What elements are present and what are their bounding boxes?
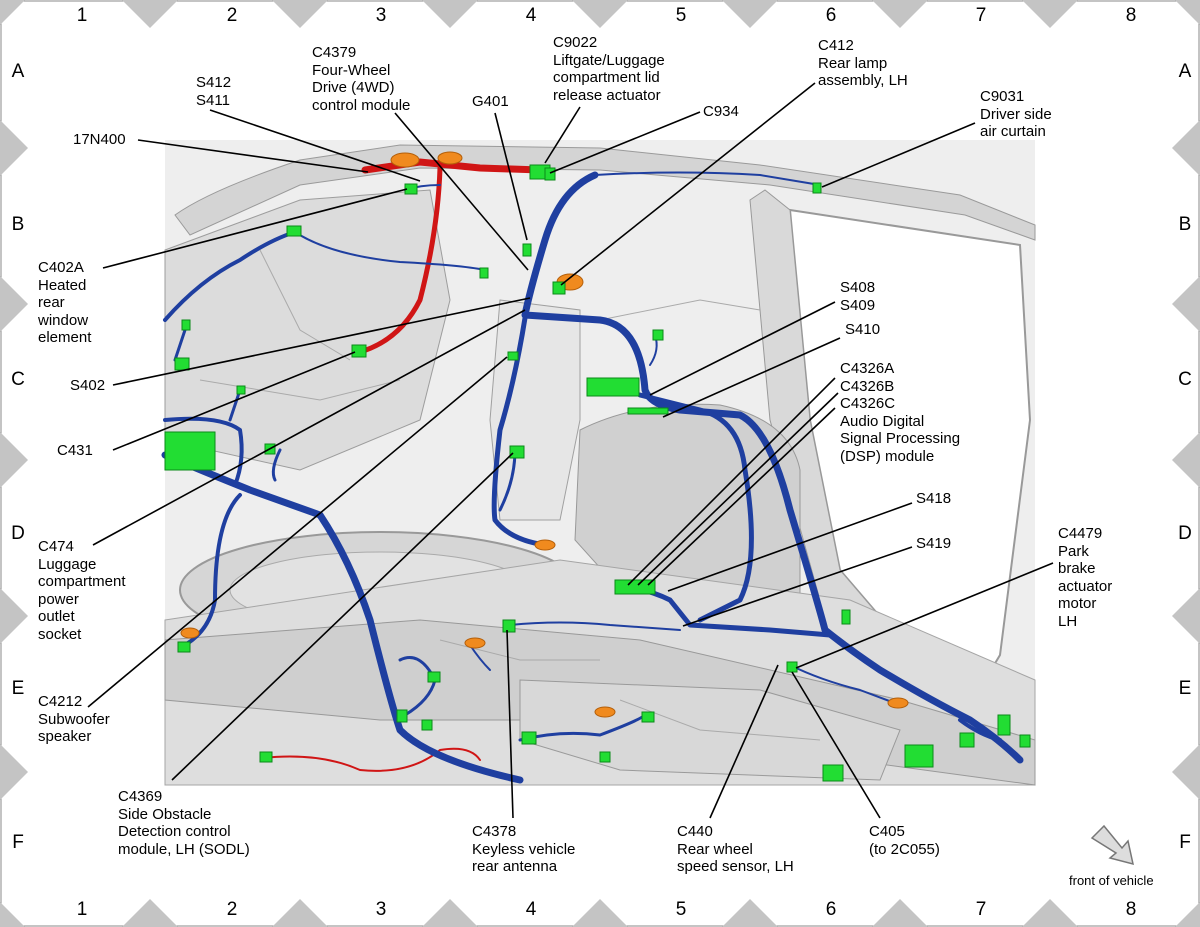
callout-s408-s409: S408 S409 (840, 279, 876, 314)
grid-column-top-1: 1 (76, 5, 88, 26)
grid-column-bottom-1: 1 (76, 899, 88, 920)
grid-row-left-a: A (11, 61, 25, 82)
callout-c9022: C9022 Liftgate/Luggage compartment lid r… (553, 34, 665, 104)
grid-row-left-e: E (11, 678, 25, 699)
front-of-vehicle-label: front of vehicle (1069, 873, 1154, 888)
callout-s419: S419 (916, 535, 952, 552)
leader-lines (87, 82, 1054, 819)
grid-row-right-e: E (1178, 678, 1192, 699)
callout-c4212: C4212 Subwoofer speaker (38, 693, 110, 745)
callout-17n400: 17N400 (73, 131, 126, 148)
grid-row-left-c: C (11, 369, 25, 390)
callout-c405: C405 (to 2C055) (869, 823, 940, 858)
grid-column-top-3: 3 (375, 5, 387, 26)
grid-column-bottom-2: 2 (226, 899, 238, 920)
grid-row-right-a: A (1178, 61, 1192, 82)
callout-c4479: C4479 Park brake actuator motor LH (1058, 525, 1113, 630)
grid-row-right-d: D (1178, 523, 1192, 544)
grid-column-bottom-3: 3 (375, 899, 387, 920)
front-arrow-icon (1090, 824, 1134, 866)
callout-c412: C412 Rear lamp assembly, LH (818, 37, 908, 89)
callout-c4326: C4326A C4326B C4326C Audio Digital Signa… (840, 360, 961, 465)
grid-column-top-7: 7 (975, 5, 987, 26)
grid-column-bottom-5: 5 (675, 899, 687, 920)
grid-column-bottom-4: 4 (525, 899, 537, 920)
grid-row-right-b: B (1178, 214, 1192, 235)
grid-column-bottom-6: 6 (825, 899, 837, 920)
callout-s418: S418 (916, 490, 952, 507)
callout-s412-s411: S412 S411 (196, 74, 232, 109)
grid-row-left-b: B (11, 214, 25, 235)
grid-row-right-f: F (1179, 832, 1191, 853)
grid-column-top-8: 8 (1125, 5, 1137, 26)
callout-c440: C440 Rear wheel speed sensor, LH (677, 823, 794, 875)
callout-c431: C431 (57, 442, 93, 459)
callout-c4378: C4378 Keyless vehicle rear antenna (472, 823, 576, 875)
grid-column-bottom-8: 8 (1125, 899, 1137, 920)
callout-s410: S410 (845, 321, 881, 338)
callout-c402a: C402A Heated rear window element (38, 259, 92, 346)
red-harness (261, 158, 544, 772)
callout-c9031: C9031 Driver side air curtain (980, 88, 1052, 140)
grid-column-top-2: 2 (226, 5, 238, 26)
grid-row-left-f: F (12, 832, 24, 853)
callout-g401: G401 (472, 93, 509, 110)
grid-row-left-d: D (11, 523, 25, 544)
grid-column-bottom-7: 7 (975, 899, 987, 920)
callout-s402: S402 (70, 377, 106, 394)
connectors (164, 164, 1031, 782)
grid-column-top-5: 5 (675, 5, 687, 26)
callout-c934: C934 (703, 103, 739, 120)
grid-column-top-4: 4 (525, 5, 537, 26)
callout-c474: C474 Luggage compartment power outlet so… (38, 538, 126, 643)
callout-c4369: C4369 Side Obstacle Detection control mo… (118, 788, 250, 858)
callout-c4379: C4379 Four-Wheel Drive (4WD) control mod… (312, 44, 411, 114)
grid-column-top-6: 6 (825, 5, 837, 26)
grid-row-right-c: C (1178, 369, 1192, 390)
